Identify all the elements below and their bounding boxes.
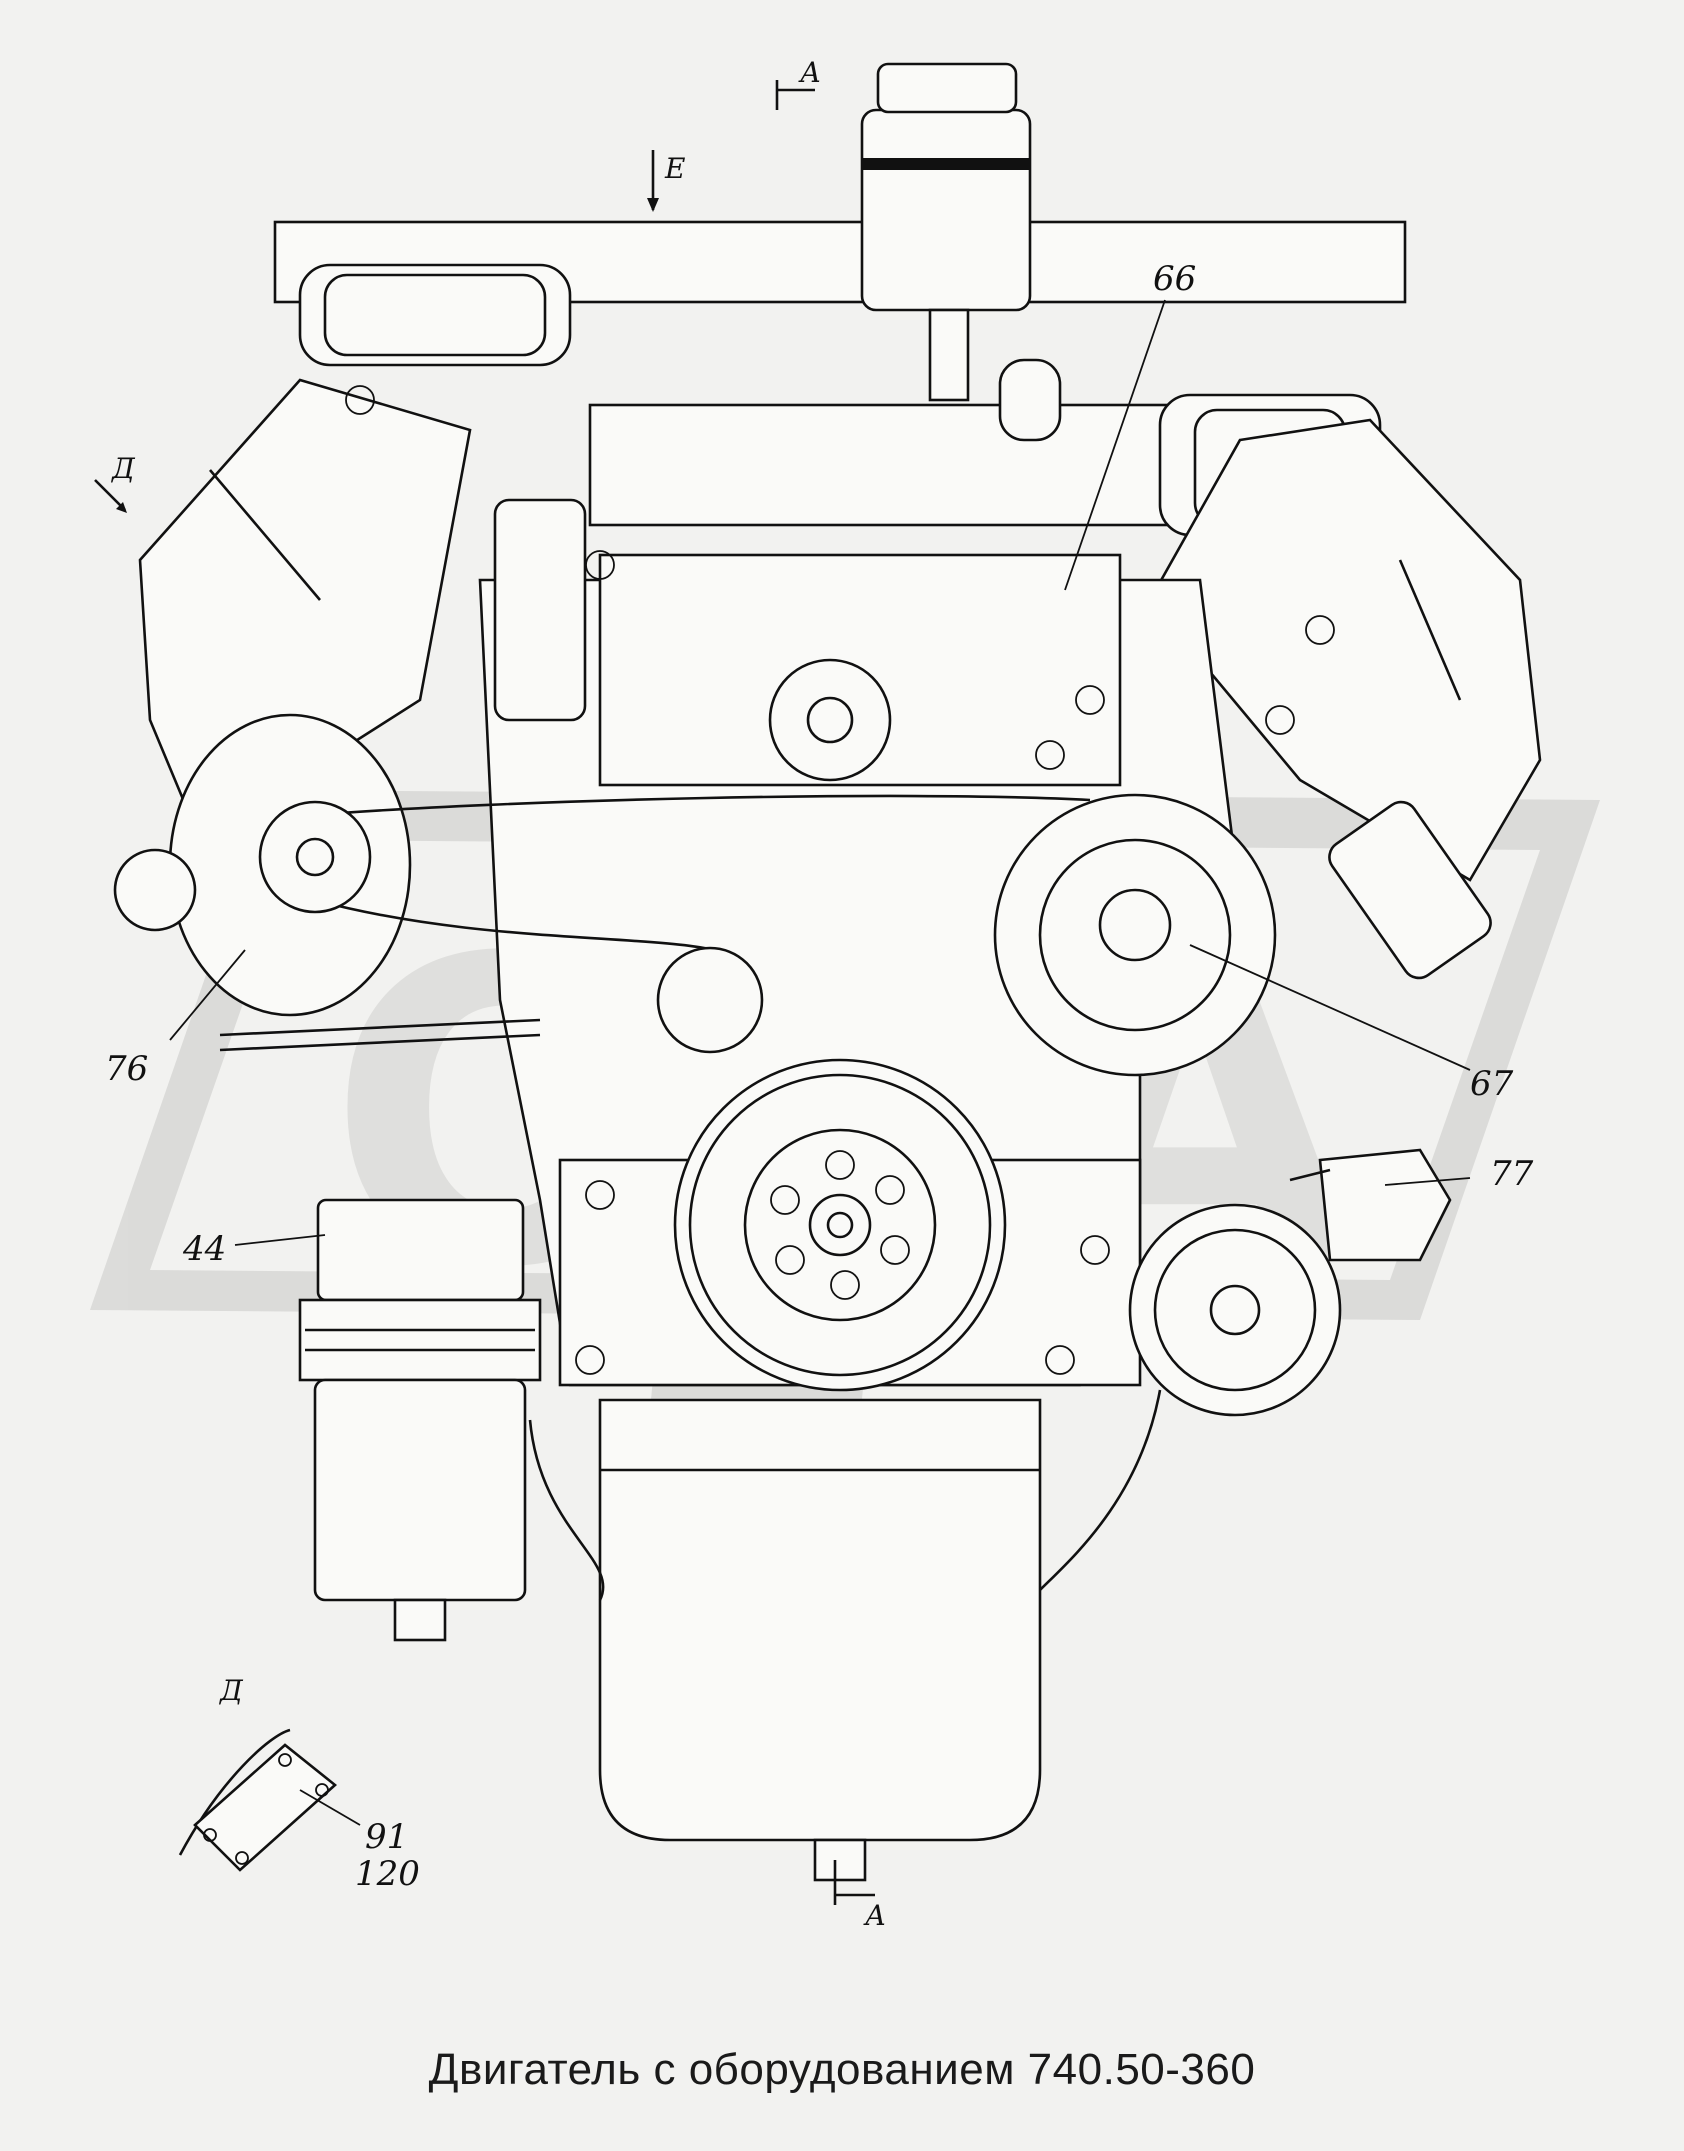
- callout-120: 120: [355, 1854, 420, 1894]
- leader-lines: [169, 299, 1471, 1826]
- oil-sump: [528, 1389, 1162, 1882]
- oil-filter: [298, 1198, 542, 1642]
- svg-text:А: А: [863, 1899, 886, 1932]
- expansion-tank: [860, 62, 1062, 442]
- tensioner-pulley: [656, 946, 764, 1054]
- callout-76: 76: [105, 1049, 148, 1089]
- callout-91: 91: [365, 1817, 408, 1857]
- svg-text:А: А: [798, 56, 821, 89]
- section-marker-bottom: А: [833, 1860, 886, 1932]
- svg-text:Е: Е: [664, 152, 685, 185]
- callout-77: 77: [1490, 1154, 1534, 1194]
- callout-66: 66: [1153, 259, 1196, 299]
- view-marker-e: Е: [647, 150, 685, 212]
- callout-44: 44: [182, 1229, 226, 1269]
- compressor: [1128, 1148, 1452, 1417]
- drive-belt: [258, 794, 1091, 962]
- callout-67: 67: [1470, 1064, 1514, 1104]
- section-marker-top: А: [775, 56, 821, 110]
- water-pump-pulley: [993, 793, 1277, 1077]
- detail-d-inset: Д: [178, 1674, 338, 1872]
- view-marker-d: Д: [94, 452, 136, 513]
- svg-text:Д: Д: [110, 452, 136, 485]
- detail-d-label: Д: [218, 1674, 244, 1707]
- crankshaft-pulley: [673, 1058, 1007, 1392]
- diagram-caption: Двигатель с оборудованием 740.50-360: [428, 2045, 1256, 2094]
- engine-outline: [113, 62, 1542, 1882]
